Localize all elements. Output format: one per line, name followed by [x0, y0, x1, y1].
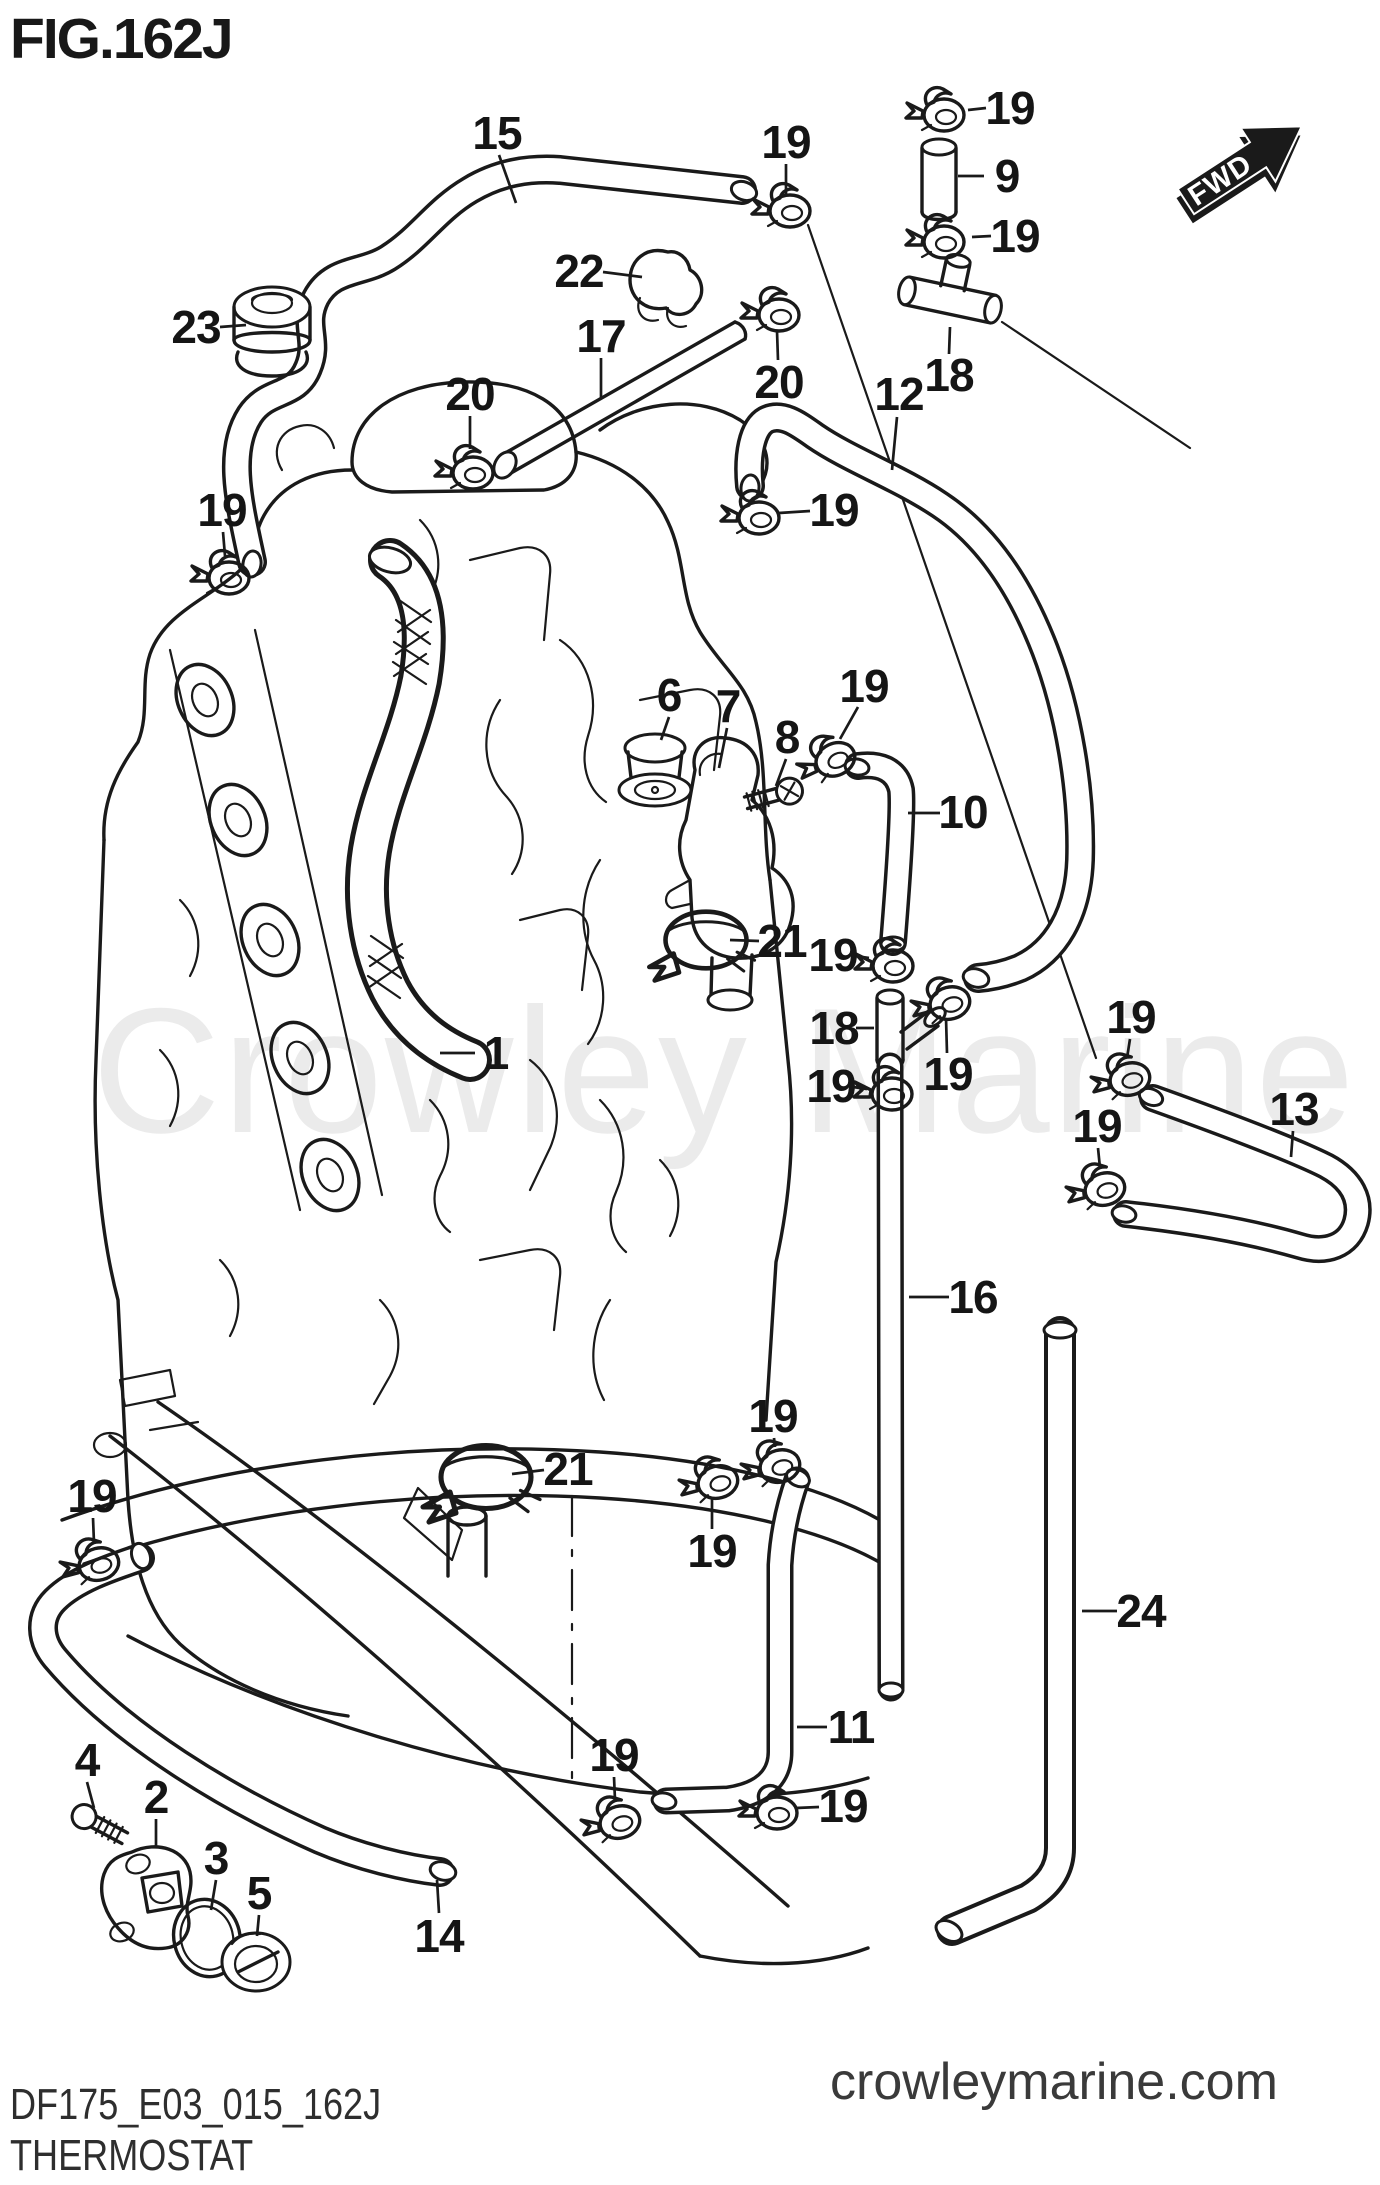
leader-line: [838, 706, 860, 740]
leader-line: [772, 1437, 777, 1448]
hose-14: [28, 1541, 458, 1887]
leader-lines: [85, 106, 1295, 1937]
leader-line: [91, 1517, 96, 1544]
o-ring-3: [171, 1897, 243, 1979]
leader-line: [1289, 1130, 1295, 1158]
tube-17: [492, 320, 748, 480]
leader-line: [971, 234, 992, 239]
engine-assembly-sketch: [60, 380, 888, 1966]
leader-line: [775, 330, 780, 361]
leader-line: [947, 326, 952, 355]
leader-line: [854, 954, 870, 960]
tube-9: [920, 137, 958, 222]
hose-13: [1110, 1084, 1372, 1263]
leader-line: [209, 1879, 218, 1911]
hose-15: [221, 154, 759, 579]
clamp-21-set: [423, 912, 755, 1522]
hose-24: [934, 1316, 1078, 1946]
clip-22: [628, 249, 704, 328]
leader-line: [795, 1805, 820, 1810]
leader-line: [890, 416, 899, 471]
diagram-title: THERMOSTAT: [10, 2131, 254, 2180]
leader-line: [255, 1914, 261, 1937]
hose-16: [876, 1052, 905, 1702]
leader-line: [497, 154, 518, 204]
reference-lines: [806, 223, 1192, 1060]
hose-10: [843, 751, 916, 956]
thermostat-6: [617, 732, 693, 808]
leader-line: [852, 1085, 868, 1091]
figure-title: FIG.162J: [10, 7, 234, 71]
leader-line: [219, 323, 247, 329]
thermostat-5: [220, 1931, 292, 1993]
t-fitting-18-top: [897, 252, 1003, 325]
bolt-4: [70, 1803, 130, 1846]
bolt-8: [742, 776, 804, 812]
leader-line: [612, 1776, 617, 1801]
leader-line: [511, 1468, 545, 1476]
grommet-23: [232, 285, 312, 378]
leader-line: [1125, 1038, 1132, 1059]
drawing-code: DF175_E03_015_162J: [10, 2080, 382, 2129]
leader-line: [717, 727, 729, 769]
main-engine-hose: [344, 538, 492, 1082]
leader-line: [774, 758, 788, 787]
leader-line: [967, 106, 987, 112]
leader-line: [435, 1879, 441, 1914]
leader-line: [729, 938, 760, 943]
thermostat-housing-7: [664, 735, 795, 1012]
hose-12: [734, 402, 1096, 993]
hose-11: [650, 1466, 811, 1815]
leader-line: [778, 509, 811, 515]
leader-line: [221, 531, 227, 557]
fwd-arrow-icon: FWD: [1176, 125, 1304, 224]
site-name: crowleymarine.com: [830, 2053, 1278, 2111]
leader-line: [1096, 1147, 1102, 1169]
leader-line: [85, 1781, 96, 1809]
leader-line: [602, 270, 643, 279]
leader-line: [659, 716, 671, 741]
leader-line: [944, 1017, 949, 1054]
flange-2: [99, 1845, 193, 1951]
